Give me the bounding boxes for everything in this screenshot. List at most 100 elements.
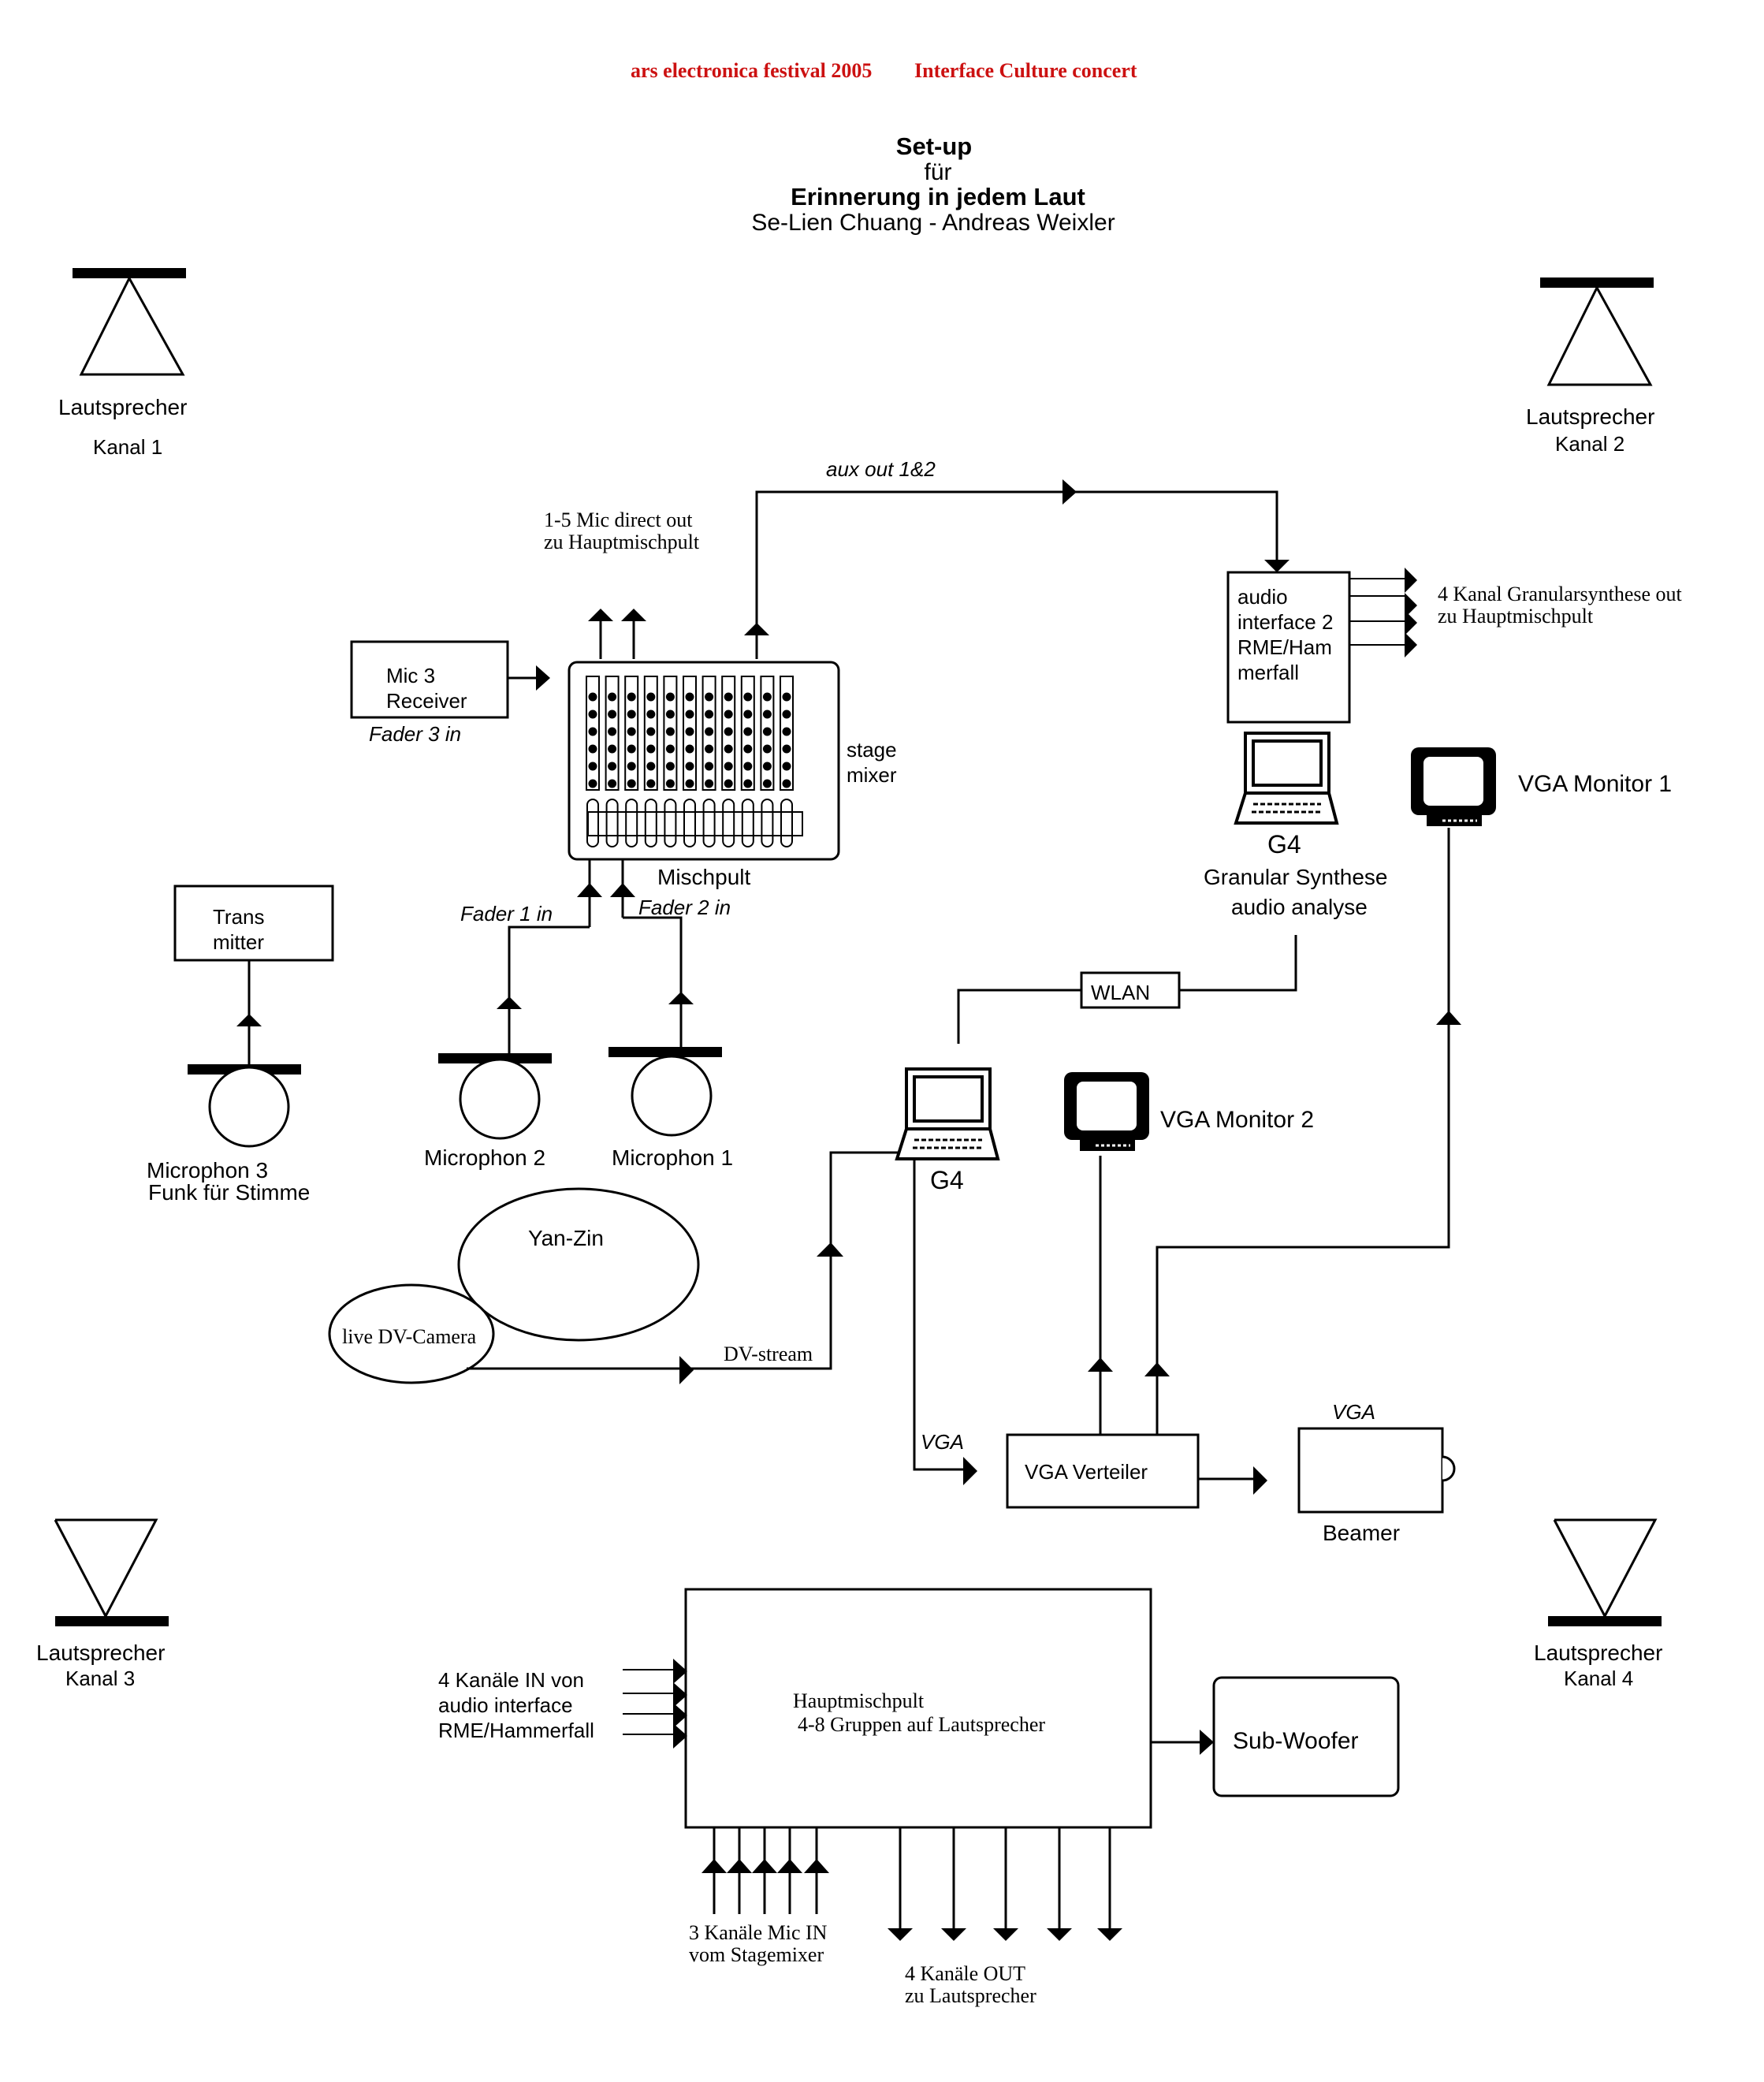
aux-out-label: aux out 1&2 [826, 457, 936, 481]
mixer-fader [702, 799, 716, 847]
audio-interface-line3: RME/Ham [1237, 635, 1332, 659]
granular-out-label-2: zu Hauptmischpult [1438, 605, 1594, 628]
hauptmischpult-line2: 4-8 Gruppen auf Lautsprecher [798, 1713, 1045, 1736]
mic3-receiver-line2: Receiver [386, 689, 467, 713]
in-left-line1: 4 Kanäle IN von [438, 1668, 584, 1692]
mic-direct-out: 1-5 Mic direct out zu Hauptmischpult [544, 508, 700, 659]
sub-woofer: Sub-Woofer [1212, 1676, 1400, 1797]
g4-bottom-label: G4 [930, 1166, 964, 1194]
mixer-fader [722, 799, 735, 847]
aux-out-connection: aux out 1&2 [744, 457, 1290, 659]
speaker-4-channel: Kanal 4 [1564, 1667, 1633, 1690]
mixer-knob [608, 762, 617, 771]
dv-stream-connection: DV-stream [467, 1151, 899, 1384]
yan-zin-label: Yan-Zin [528, 1226, 604, 1250]
speaker-3-channel: Kanal 3 [65, 1667, 135, 1690]
mixer-knob [665, 727, 675, 736]
hauptmischpult-line1: Hauptmischpult [793, 1689, 925, 1712]
speaker-4-name: Lautsprecher [1534, 1641, 1662, 1665]
microphon1-label: Microphon 1 [612, 1145, 733, 1170]
mixer-knob [782, 710, 791, 719]
mixer-knob [588, 727, 597, 736]
mic3-receiver-line1: Mic 3 [386, 664, 435, 687]
mixer-knob [743, 779, 753, 788]
title-work: Erinnerung in jedem Laut [791, 183, 1085, 210]
mixer-knob [762, 710, 772, 719]
festival-header: ars electronica festival 2005 [631, 59, 872, 82]
mixer-knob [627, 727, 636, 736]
mixer-knob [665, 692, 675, 702]
mixer-knob [608, 710, 617, 719]
vga-monitor-2-label: VGA Monitor 2 [1160, 1107, 1314, 1133]
dv-camera-label: live DV-Camera [342, 1325, 477, 1348]
vga-verteiler-label: VGA Verteiler [1025, 1460, 1148, 1484]
speaker-kanal-3: Lautsprecher Kanal 3 [36, 1518, 169, 1690]
mixer-knob [608, 744, 617, 754]
live-dv-camera: live DV-Camera [328, 1283, 495, 1384]
audio-interface-2: audio interface 2 RME/Ham merfall 4 Kana… [1226, 568, 1683, 724]
mic3-receiver: Mic 3 Receiver Fader 3 in [350, 640, 550, 746]
vga-monitor-1: VGA Monitor 1 [1411, 747, 1672, 826]
microphon-3: Microphon 3 Funk für Stimme [147, 1064, 310, 1205]
mixer-knob [743, 727, 753, 736]
fader1-label: Fader 1 in [460, 902, 553, 926]
in-left-line2: audio interface [438, 1693, 573, 1717]
mixer-knob [665, 710, 675, 719]
mixer-knob [608, 727, 617, 736]
title-fuer: für [924, 159, 951, 185]
title-setup: Set-up [896, 132, 972, 160]
mixer-fader-rail [587, 811, 803, 836]
vga-verteiler: VGA Verteiler [1006, 828, 1461, 1509]
mixer-knob [782, 727, 791, 736]
mixer-knob [705, 727, 714, 736]
g4-top-label: G4 [1267, 830, 1301, 858]
audio-interface-line1: audio [1237, 585, 1288, 609]
speaker-2-name: Lautsprecher [1526, 404, 1654, 429]
mixer-knob [665, 762, 675, 771]
mixer-knob [762, 762, 772, 771]
microphon-2: Microphon 2 [424, 1053, 552, 1170]
microphon2-label: Microphon 2 [424, 1145, 545, 1170]
speaker-kanal-4: Lautsprecher Kanal 4 [1534, 1518, 1662, 1690]
mixer-knob [724, 779, 733, 788]
mixer-knob [646, 744, 656, 754]
transmitter-line1: Trans [213, 905, 265, 929]
mixer-knob [588, 710, 597, 719]
mic-in-line2: vom Stagemixer [689, 1943, 824, 1966]
mixer-knob [762, 744, 772, 754]
mixer-knob [646, 710, 656, 719]
audio-interface-line2: interface 2 [1237, 610, 1333, 634]
mixer-knob [724, 727, 733, 736]
mixer-knob [724, 692, 733, 702]
mixer-knob [665, 744, 675, 754]
mixer-knob [762, 692, 772, 702]
mischpult-label: Mischpult [657, 865, 750, 889]
speaker-kanal-1: Lautsprecher Kanal 1 [58, 268, 187, 459]
stage-mixer-line1: stage [847, 738, 897, 762]
mixer-knob [588, 779, 597, 788]
wlan-link: WLAN [957, 935, 1297, 1044]
yan-zin: Yan-Zin [457, 1187, 700, 1342]
mixer-fader [605, 799, 619, 847]
speaker-kanal-2: Lautsprecher Kanal 2 [1526, 277, 1654, 456]
transmitter: Trans mitter [173, 885, 334, 1067]
title-authors: Se-Lien Chuang - Andreas Weixler [751, 210, 1115, 236]
dv-stream-label: DV-stream [724, 1343, 813, 1365]
wlan-label: WLAN [1091, 981, 1150, 1004]
mixer-fader [741, 799, 754, 847]
mixer-knob [627, 692, 636, 702]
beamer: VGA Beamer [1297, 1400, 1456, 1545]
mixer-knob [608, 692, 617, 702]
mixer-knob [724, 710, 733, 719]
speaker-3-name: Lautsprecher [36, 1641, 165, 1665]
speaker-2-channel: Kanal 2 [1555, 432, 1624, 456]
mixer-knob [646, 727, 656, 736]
g4-vga-connection: VGA [913, 1159, 977, 1485]
in-left-line3: RME/Hammerfall [438, 1719, 594, 1742]
mixer-knob [627, 710, 636, 719]
mixer-knob [782, 692, 791, 702]
mixer-knob [646, 762, 656, 771]
mixer-knob [665, 779, 675, 788]
mixer-knob [627, 779, 636, 788]
hauptmischpult: Hauptmischpult 4-8 Gruppen auf Lautsprec… [438, 1588, 1214, 2007]
